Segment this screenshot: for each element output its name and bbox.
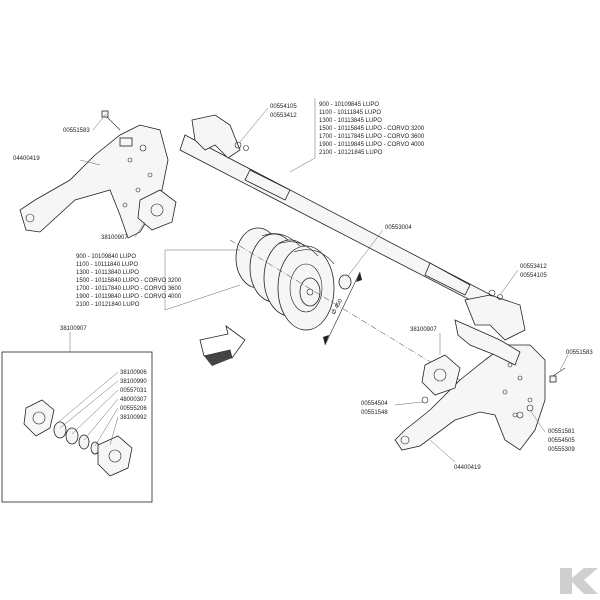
label-inset-title: 38100907 <box>60 326 87 332</box>
label-right-bracket: 04400419 <box>454 465 481 471</box>
shaft-list-item: 1300 - 10113845 LUPO <box>319 118 382 124</box>
right-list-item: 00551581 <box>548 429 575 435</box>
main-shaft <box>179 114 526 341</box>
label-right-far-bolt: 00551583 <box>566 350 593 356</box>
label-left-bolt: 00551583 <box>63 128 90 134</box>
right-bearing-housing <box>421 333 461 396</box>
rotor-list-item: 900 - 10109840 LUPO <box>76 254 136 260</box>
label-top-center-bolt: 00554105 <box>270 104 297 110</box>
inset-list-item: 38100906 <box>120 370 147 376</box>
label-rotor-center: 00553004 <box>385 225 412 231</box>
label-top-center-nut: 00553412 <box>270 113 297 119</box>
diameter-dimension <box>323 271 362 346</box>
rotor-list-item: 1700 - 10117840 LUPO - CORVO 3600 <box>76 286 182 292</box>
rotor-drum <box>235 227 335 331</box>
right-hardware-list: 00551581 00554505 00555309 <box>548 429 575 453</box>
left-bolt <box>101 110 121 131</box>
right-lower-bolts <box>516 404 546 433</box>
inset-list-item: 38100990 <box>120 379 147 385</box>
label-left-bearing: 38100907 <box>101 235 128 241</box>
shaft-list-item: 1100 - 10111845 LUPO <box>319 110 381 116</box>
rotor-list-item: 1900 - 10119840 LUPO - CORVO 4000 <box>76 294 182 300</box>
shaft-list-item: 1700 - 10117845 LUPO - CORVO 3600 <box>319 134 425 140</box>
inset-list-item: 00555206 <box>120 406 147 412</box>
k-logo-icon <box>560 568 598 594</box>
shaft-list-item: 900 - 10109845 LUPO <box>319 102 379 108</box>
direction-arrow-icon <box>199 325 246 366</box>
inset-list-item: 48000307 <box>120 397 147 403</box>
rotor-list-item: 2100 - 10121840 LUPO <box>76 302 140 308</box>
label-right-bolt: 00554105 <box>520 273 547 279</box>
label-right-nut: 00553412 <box>520 264 547 270</box>
rotor-length-list: 900 - 10109840 LUPO 1100 - 10111840 LUPO… <box>76 254 182 308</box>
inset-list-item: 00557031 <box>120 388 147 394</box>
right-list-item: 00555309 <box>548 447 575 453</box>
rotor-list-item: 1500 - 10115840 LUPO - CORVO 3200 <box>76 278 182 284</box>
rotor-list-item: 1300 - 10113840 LUPO <box>76 270 139 276</box>
right-side-bracket <box>394 319 546 451</box>
label-right-washer-a: 00554504 <box>361 401 388 407</box>
bearing-inset-box <box>1 332 153 503</box>
label-right-bearing: 38100907 <box>410 327 437 333</box>
shaft-list-item: 1500 - 10115845 LUPO - CORVO 3200 <box>319 126 425 132</box>
label-right-washer-b: 00551548 <box>361 410 388 416</box>
right-washers <box>394 396 429 406</box>
left-bearing-housing <box>137 189 177 231</box>
right-far-bolt <box>549 354 569 383</box>
top-center-hardware <box>234 107 269 151</box>
shaft-list-item: 1900 - 10119845 LUPO - CORVO 4000 <box>319 142 425 148</box>
shaft-length-list: 900 - 10109845 LUPO 1100 - 10111845 LUPO… <box>319 102 425 156</box>
right-list-item: 00554505 <box>548 438 575 444</box>
inset-list-item: 38100992 <box>120 415 147 421</box>
right-shaft-hardware <box>488 269 519 300</box>
rotor-list-item: 1100 - 10111840 LUPO <box>76 262 138 268</box>
rotor-axis <box>229 239 461 381</box>
label-left-bracket: 04400419 <box>13 156 40 162</box>
inset-parts-list: 38100906 38100990 00557031 48000307 0055… <box>120 370 147 421</box>
rotor-center-nut <box>338 229 384 290</box>
shaft-list-item: 2100 - 10121845 LUPO <box>319 150 383 156</box>
